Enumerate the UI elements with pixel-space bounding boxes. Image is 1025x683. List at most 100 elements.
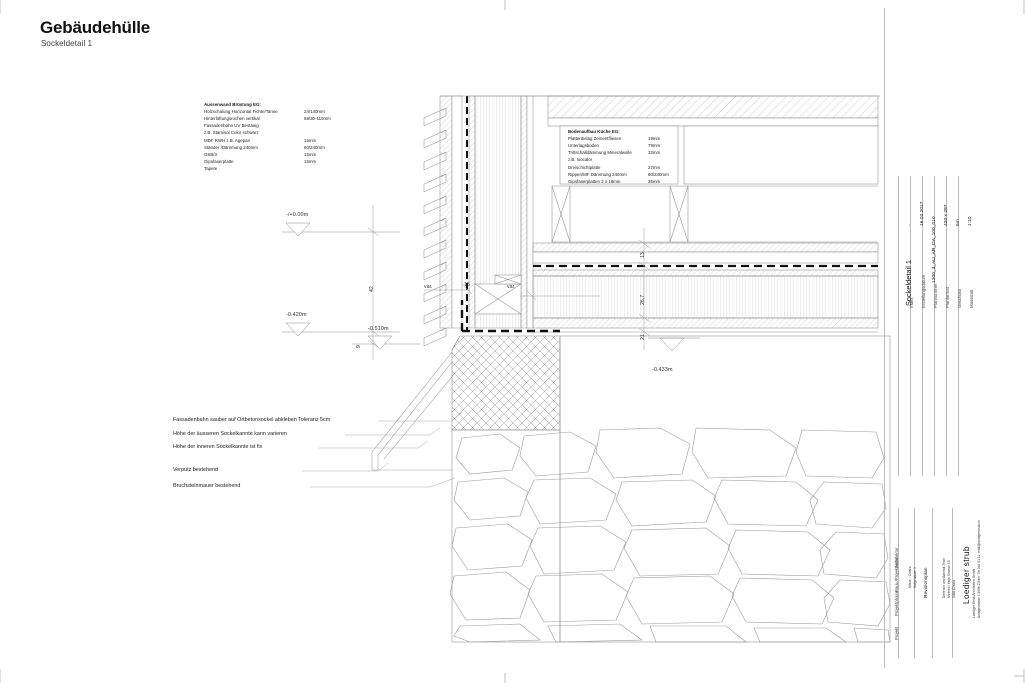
titleblock-value-projektphase: Revisionsplan <box>924 567 929 598</box>
spec-row-value: 27mm <box>648 164 661 170</box>
spec-row-name: Plattenbelag Zementfliesen <box>568 136 622 142</box>
spec-block-exterior-wall: Aussenwand Brüstung EG: Holzschalung Hor… <box>204 101 331 172</box>
spec-row-name: Ständer /Dämmung 240mm <box>204 144 258 150</box>
spec-row: Trittschalldämmung Mineralwolle 32mm <box>568 149 660 156</box>
dimension-9: 9 <box>356 345 362 348</box>
spec-row: MDF RWH z.B. Agepan 15mm <box>204 137 316 144</box>
titleblock-label-erstellungsdatum: Erstellungsdatum <box>921 274 926 308</box>
spec-row-value: 15mm <box>304 137 317 143</box>
titleblock-label-planformat: Planformat <box>945 287 950 308</box>
spec-row-name: Rippen/MF Dämmung 240mm <box>568 171 627 177</box>
titleblock-value-planformat: 420 x 297 <box>944 204 949 226</box>
titleblock-label-projektphase: Projektphase <box>894 590 899 616</box>
level-markers <box>282 222 700 352</box>
concrete-plinth <box>451 335 561 431</box>
spec-row-name: Dreischichtplatte <box>568 164 601 170</box>
spec-row: Tapete <box>204 165 261 172</box>
level-label-minus-420: -0.420m <box>286 312 307 318</box>
titleblock-label-architektur: Architektur <box>894 547 899 568</box>
spec-row-value: 24/140mm <box>304 109 325 115</box>
spec-row-name: Holzschalung Horizontal Fichte/Tanne <box>204 109 278 115</box>
spec-row-value: 80/240mm <box>648 171 669 177</box>
annotation-verputz: Verputz bestehend <box>173 467 218 473</box>
spec-row-name: Tapete <box>204 165 218 171</box>
spec-row: Gipsfaserplatte 15mm <box>204 158 316 165</box>
titleblock-value-index: - <box>908 224 913 226</box>
dimension-42: 42 <box>369 286 375 292</box>
annotation-aeussere-sockelkannte: Höhe der äusseren Sockelkannte kann vari… <box>173 431 287 437</box>
spec-row-value: 58/30-110mm <box>304 116 331 122</box>
spec-heading-right: Bodenaufbau Küche EG: <box>568 129 620 134</box>
spec-row-value: 19mm <box>648 136 661 142</box>
titleblock-label-index: Index <box>909 297 914 308</box>
spec-row: Unterlagsboden 79mm <box>568 142 660 149</box>
junction-timbers <box>474 274 522 315</box>
spec-row-value: 15mm <box>304 151 317 157</box>
titleblock-value-bauleiter: Dieterich und Adelhof-Teich Meitheil / H… <box>942 557 956 598</box>
page-subtitle: Sockeldetail 1 <box>41 39 93 48</box>
spec-block-floor-buildup: Bodenaufbau Küche EG: Plattenbelag Zemen… <box>568 128 669 185</box>
titleblock-value-geschoss: 5m <box>956 219 961 226</box>
titleblock-value-architektur: Loediger strub <box>962 546 971 604</box>
spec-row-name: Unterlagsboden <box>568 143 600 149</box>
titleblock-value-erstellungsdatum: 16.02.2017 <box>920 201 925 226</box>
titleblock-label-projekt: Projekt <box>894 626 899 640</box>
dimension-var-left: var. <box>424 284 433 290</box>
spec-row-value: 32mm <box>648 150 661 156</box>
dimension-var-right: var. <box>507 284 516 290</box>
spec-row: Rippen/MF Dämmung 240mm 80/240mm <box>568 171 669 178</box>
spec-row: z.B. Isocalor <box>568 156 620 163</box>
spec-row: z.B. Stamisol Color schwarz <box>204 129 261 136</box>
level-label-minus-433: -0.433m <box>652 367 673 373</box>
titleblock-value-projekt: Mieze - Chiara Hofgebäude 3 <box>908 566 917 588</box>
level-label-minus-510: -0.510m <box>368 326 389 332</box>
spec-row: Gipsfaserplatten 2 x 18mm 36mm <box>568 178 660 185</box>
spec-row: Holzschalung Horizontal Fichte/Tanne 24/… <box>204 108 325 115</box>
annotation-bruchsteinmauer: Bruchsteinmauer bestehend <box>173 483 241 489</box>
spec-row-name: Gipsfaserplatte <box>204 158 234 164</box>
dimension-26-7: 26.7 <box>640 294 646 305</box>
titleblock-label-massstab: Massstab <box>969 289 974 308</box>
spec-row: Fassadenbahn UV Bestänig <box>204 122 261 129</box>
annotation-innere-sockelkannte: Höhe der inneren Sockelkannte ist fix <box>173 444 263 450</box>
plaster-apron <box>371 351 457 471</box>
dimension-lines <box>367 205 651 360</box>
spec-row-value: 36mm <box>648 178 661 184</box>
level-label-ground: -/+0.00m <box>286 212 309 218</box>
spec-row: Ständer /Dämmung 240mm 60/240mm <box>204 144 325 151</box>
spec-row: Hinterlüftungsrochen vertikal 58/30-110m… <box>204 115 331 122</box>
spec-row-name: Hinterlüftungsrochen vertikal <box>204 116 260 122</box>
detail-geometry <box>282 95 891 643</box>
spec-row-name: Trittschalldämmung Mineralwolle <box>568 150 632 156</box>
dimension-21: 21 <box>640 334 646 340</box>
spec-row: Dreischichtplatte 27mm <box>568 164 660 171</box>
annotation-leaders <box>302 411 463 488</box>
floor-buildup <box>532 95 880 333</box>
spec-row-value: 15mm <box>304 158 317 164</box>
title-block: Sockeldetail 1 Index - Erstellungsdatum … <box>884 8 981 668</box>
annotation-fassadenbahn: Fassadenbahn sauber auf Ortbetonsockel a… <box>173 417 331 423</box>
titleblock-value-plannummer: 1300_3_AU_AR_DA_100_010 <box>932 216 937 283</box>
titleblock-architect-address: Loediger Strub Architekten GmbH Anlagest… <box>972 520 981 618</box>
spec-row-value: 79mm <box>648 143 661 149</box>
spec-row-name: z.B. Stamisol Color schwarz <box>204 130 259 136</box>
spec-row-name: Fassadenbahn UV Bestänig <box>204 123 259 129</box>
page-title: Gebäudehülle <box>40 18 151 37</box>
titleblock-value-massstab: 1:10 <box>968 216 973 226</box>
spec-row-name: Gipsfaserplatten 2 x 18mm <box>568 178 621 184</box>
spec-heading-left: Aussenwand Brüstung EG: <box>204 102 261 107</box>
spec-row-name: z.B. Isocalor <box>568 157 593 163</box>
spec-row-value: 60/240mm <box>304 144 325 150</box>
dimension-15: 15 <box>464 282 470 288</box>
spec-row-name: OSB/3 <box>204 151 217 157</box>
titleblock-label-plannummer: Plannummer <box>933 283 938 308</box>
rubble-stone-wall <box>449 335 891 643</box>
titleblock-label-geschoss: Geschoss <box>957 288 962 308</box>
spec-row: OSB/3 15mm <box>204 151 316 158</box>
spec-row: Plattenbelag Zementfliesen 19mm <box>568 135 660 142</box>
dimension-13: 13 <box>640 252 646 258</box>
spec-row-name: MDF RWH z.B. Agepan <box>204 137 251 143</box>
